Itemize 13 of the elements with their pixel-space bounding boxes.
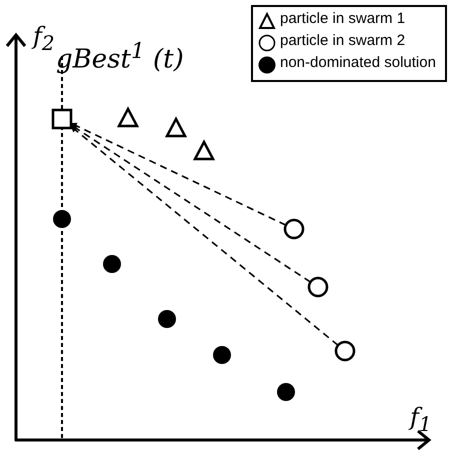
arrow <box>70 126 339 346</box>
circle-marker <box>284 218 304 240</box>
axis-label: f$_{2}$ <box>33 22 55 55</box>
point-label: gBest$^{1}$ (t) <box>56 39 184 75</box>
circle-marker <box>334 340 356 362</box>
circle-marker <box>308 276 328 298</box>
arrow <box>70 122 286 226</box>
legend-label: non-dominated solution <box>280 54 436 71</box>
square-marker <box>52 108 72 130</box>
axis-label: f$_{1}$ <box>410 403 432 436</box>
legend-label: particle in swarm 1 <box>280 10 406 27</box>
arrow <box>70 124 311 283</box>
legend-label: particle in swarm 2 <box>280 32 406 49</box>
